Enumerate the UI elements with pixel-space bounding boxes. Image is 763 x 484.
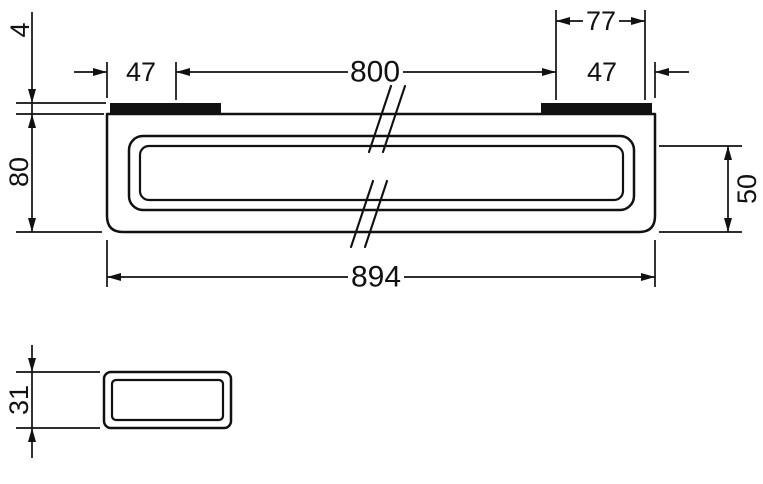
extension-lines (555, 10, 646, 100)
arrowhead-right (93, 68, 107, 76)
dim-label-800: 800 (350, 56, 400, 89)
dim-plate-width: 77 (555, 6, 646, 100)
dim-label-4: 4 (5, 22, 35, 37)
break-mark-upper (367, 84, 407, 154)
dim-right-end: 47 (587, 57, 689, 98)
dim-total-width: 894 (106, 240, 656, 294)
arrowhead-right (542, 68, 556, 76)
arrowhead-down (28, 89, 36, 103)
side-profile-outer (102, 370, 233, 430)
arrowhead-up (28, 114, 36, 128)
dim-label-77: 77 (586, 6, 616, 36)
arrowhead-down (28, 358, 36, 372)
dim-label-31: 31 (4, 385, 34, 415)
arrowhead-left (176, 68, 190, 76)
side-view (102, 370, 233, 430)
dim-label-80: 80 (4, 157, 34, 187)
mounting-plate-right (541, 103, 652, 114)
dim-label-47-right: 47 (587, 57, 617, 87)
arrowhead-left (556, 17, 570, 25)
break-mark-lower (349, 179, 389, 249)
rail-inner (138, 144, 625, 202)
extension-lines (106, 240, 656, 287)
dim-label-50: 50 (732, 174, 762, 204)
extension-lines (16, 102, 106, 233)
arrowhead-up (28, 428, 36, 442)
dim-left-end: 47 (74, 57, 156, 98)
dim-rail-height: 50 (659, 145, 762, 233)
dim-top-offset-and-height: 4 80 (4, 12, 106, 233)
arrowhead-left (107, 273, 121, 281)
dim-side-height: 31 (4, 345, 100, 458)
arrowhead-right (641, 273, 655, 281)
arrowhead-down (724, 218, 732, 232)
front-view (105, 84, 657, 249)
mounting-plate-left (110, 103, 221, 114)
arrowhead-left (655, 68, 669, 76)
dim-hole-spacing: 800 (175, 56, 556, 100)
dim-label-894: 894 (351, 261, 401, 294)
extension-lines (16, 371, 100, 429)
arrowhead-right (631, 17, 645, 25)
body-outline (105, 112, 657, 234)
arrowhead-up (724, 146, 732, 160)
side-profile-inner (110, 378, 225, 422)
rail-outer (127, 134, 636, 212)
dim-label-47-left: 47 (126, 57, 156, 87)
arrowhead-down (28, 218, 36, 232)
